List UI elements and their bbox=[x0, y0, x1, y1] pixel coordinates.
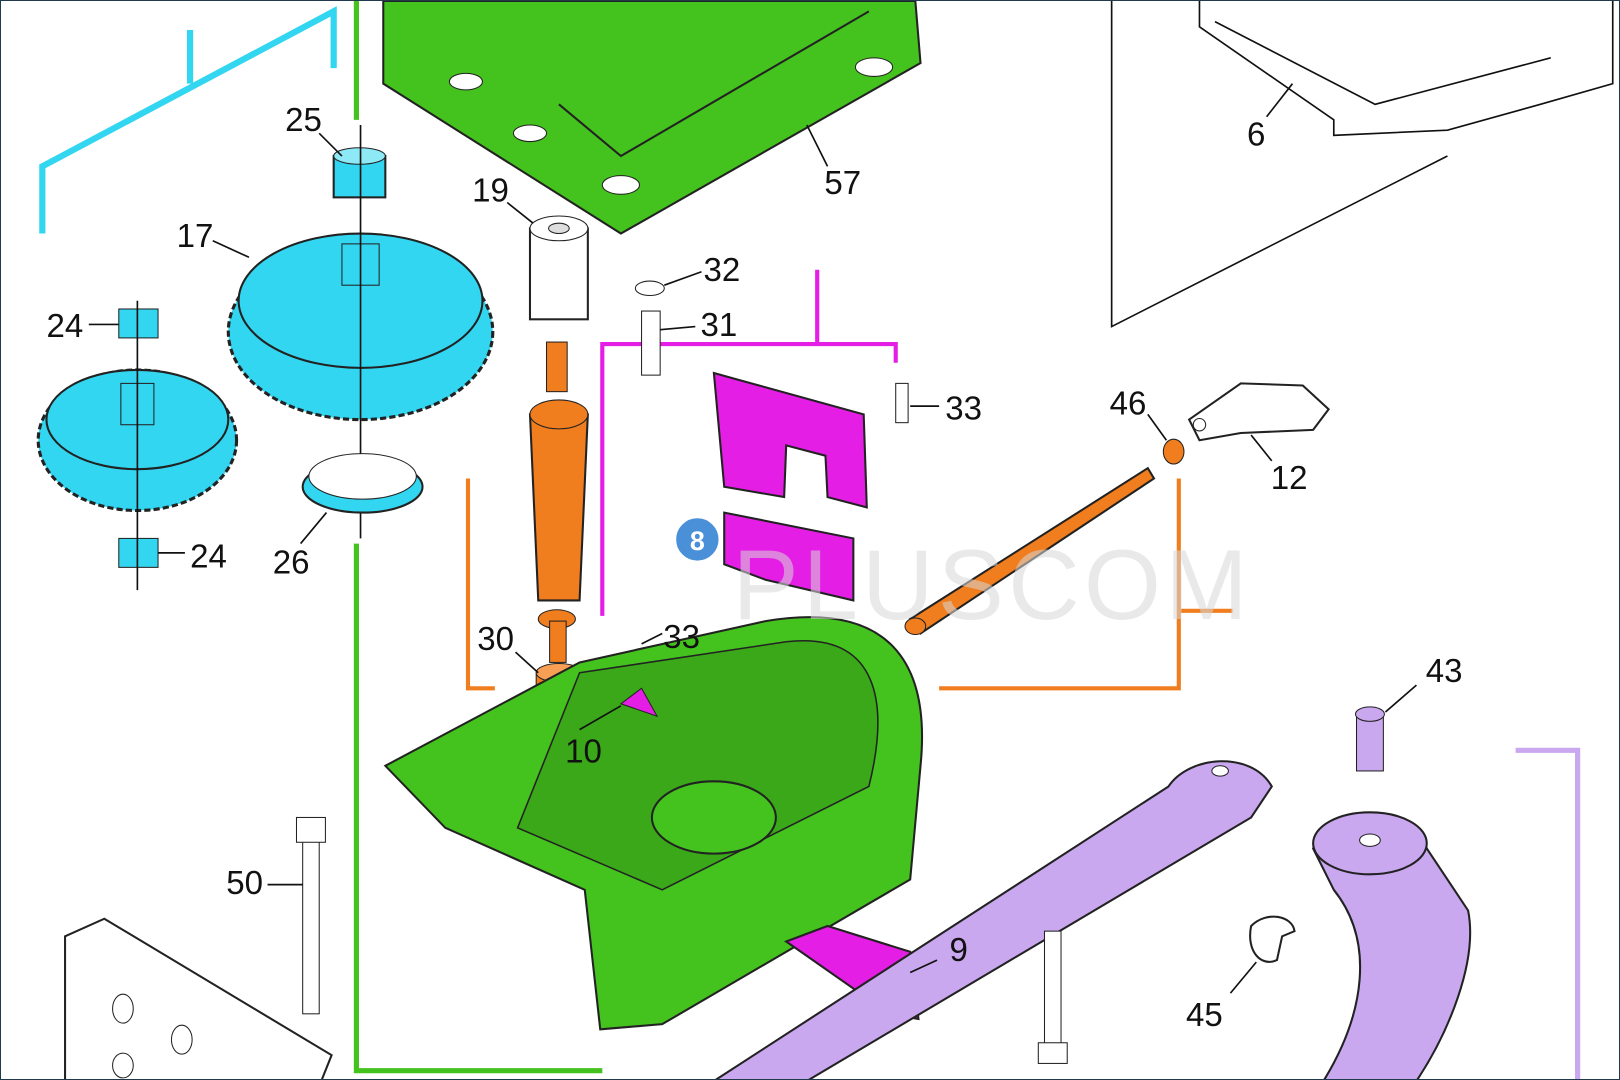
watermark-text: PLUSCOM bbox=[732, 530, 1251, 641]
part-label-46: 46 bbox=[1110, 385, 1147, 422]
spacer-part-19 bbox=[528, 215, 589, 321]
part-label-12: 12 bbox=[1271, 460, 1308, 497]
bushing-part-24-bottom bbox=[118, 537, 159, 568]
bushing-part-24-top bbox=[118, 308, 159, 339]
pin-part-43 bbox=[1354, 706, 1385, 772]
arm-lilac bbox=[715, 760, 1472, 1079]
bolt-part-50 bbox=[295, 816, 326, 1015]
washer-part-46 bbox=[1162, 438, 1185, 465]
part-label-6: 6 bbox=[1247, 117, 1265, 154]
part-label-24-bottom: 24 bbox=[190, 538, 227, 575]
mounting-plate bbox=[64, 917, 333, 1079]
part-label-32: 32 bbox=[704, 252, 741, 289]
part-label-17: 17 bbox=[177, 218, 214, 255]
badge-label: 8 bbox=[690, 526, 705, 556]
bracket-part-magenta-bottom bbox=[723, 511, 855, 602]
base-housing-green bbox=[383, 616, 924, 1031]
part-label-19: 19 bbox=[472, 172, 509, 209]
washer-part-32 bbox=[634, 280, 665, 297]
ring-part-26 bbox=[301, 453, 424, 514]
bushing-part-25 bbox=[332, 147, 387, 199]
part-label-24-top: 24 bbox=[46, 308, 83, 345]
bolt-vertical bbox=[1037, 930, 1068, 1064]
screw-part-31 bbox=[641, 310, 661, 376]
part-label-31: 31 bbox=[700, 307, 737, 344]
bracket-part-magenta-top bbox=[712, 371, 868, 509]
green-group-bracket bbox=[353, 1, 603, 1074]
callout-badge-8[interactable]: 8 bbox=[673, 515, 722, 564]
screw-part-33-top bbox=[895, 382, 909, 424]
cyan-group-bracket bbox=[39, 6, 337, 234]
release-key-part-12 bbox=[1187, 382, 1331, 442]
part-label-9: 9 bbox=[949, 932, 967, 969]
top-plate-part-57 bbox=[382, 1, 922, 235]
drive-shaft-orange bbox=[528, 341, 589, 663]
part-label-10: 10 bbox=[565, 734, 602, 771]
leader-lines bbox=[88, 83, 1417, 994]
clip-part-45 bbox=[1249, 915, 1296, 963]
part-label-45: 45 bbox=[1186, 997, 1223, 1034]
part-label-33-top: 33 bbox=[945, 391, 982, 428]
part-label-30: 30 bbox=[477, 621, 514, 658]
lilac-group-bracket bbox=[1515, 747, 1581, 1079]
orange-group-bracket bbox=[465, 478, 1233, 691]
magenta-group-bracket bbox=[600, 269, 898, 616]
part-label-50: 50 bbox=[226, 865, 263, 902]
rod-part-long bbox=[904, 466, 1156, 636]
housing-part-6 bbox=[1110, 1, 1614, 328]
part-label-43: 43 bbox=[1426, 653, 1463, 690]
part-label-26: 26 bbox=[273, 545, 310, 582]
part-label-57: 57 bbox=[824, 165, 861, 202]
part-label-33-bottom: 33 bbox=[663, 619, 700, 656]
part-label-25: 25 bbox=[285, 102, 322, 139]
